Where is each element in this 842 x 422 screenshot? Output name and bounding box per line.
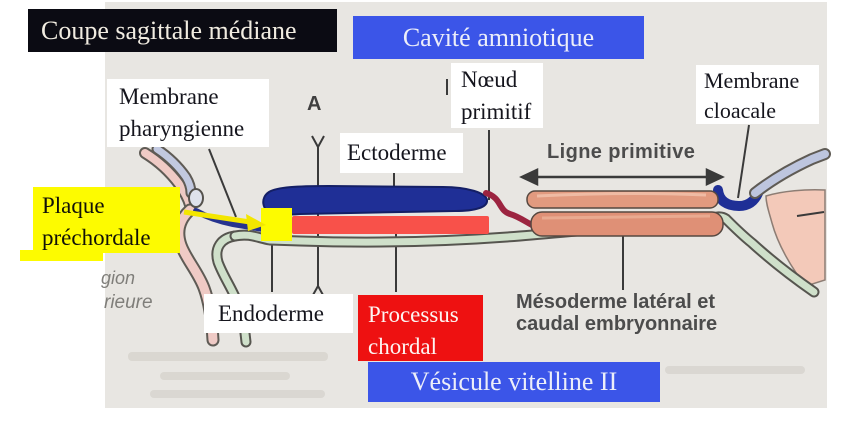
prechordal-plate-line1: Plaque bbox=[42, 193, 105, 218]
cut-text-line2: rieure bbox=[104, 292, 153, 313]
cloacal-membrane-line1: Membrane bbox=[704, 68, 800, 93]
ectoderm-band bbox=[262, 184, 488, 216]
primitive-node-line2: primitif bbox=[461, 98, 532, 124]
amniotic-cavity-box: Cavité amniotique bbox=[353, 16, 644, 59]
pharyngeal-membrane-line1: Membrane bbox=[119, 84, 219, 109]
mesoderme-label: Mésoderme latéral et caudal embryonnaire bbox=[516, 291, 718, 335]
amnion-band-right bbox=[751, 150, 829, 197]
prechordal-plate-label: Plaque préchordale bbox=[33, 187, 180, 253]
ligne-primitive-label: Ligne primitive bbox=[547, 141, 696, 163]
prechordal-plate-line2: préchordale bbox=[42, 224, 151, 250]
mesoderme-line2: caudal embryonnaire bbox=[516, 312, 718, 335]
pharyngeal-membrane-label: Membrane pharyngienne bbox=[107, 79, 269, 147]
fold-outer-pink-band bbox=[141, 149, 194, 209]
cloacal-membrane-label: Membrane cloacale bbox=[696, 65, 819, 124]
primitive-node-line1: Nœud bbox=[461, 67, 518, 92]
yolk-sac-box: Vésicule vitelline II bbox=[368, 362, 660, 402]
pointer-lines bbox=[208, 79, 750, 296]
chordal-process-bar bbox=[292, 216, 489, 234]
prechordal-annotation-arrow bbox=[183, 209, 266, 231]
caudal-mass bbox=[765, 189, 826, 287]
chordal-process-label: Processus chordal bbox=[358, 295, 483, 361]
section-a-marker: A bbox=[307, 93, 322, 115]
fold-loop bbox=[188, 188, 204, 208]
primitive-node-curve bbox=[483, 190, 539, 230]
show-through-marks bbox=[128, 352, 805, 398]
primitive-streak bbox=[526, 190, 724, 237]
pharyngeal-membrane-line2: pharyngienne bbox=[119, 115, 245, 141]
section-a-line bbox=[311, 135, 325, 296]
chordal-process-line2: chordal bbox=[368, 333, 437, 359]
primitive-node-label: Nœud primitif bbox=[451, 63, 543, 128]
yellow-highlight-tail bbox=[20, 250, 103, 261]
primitive-streak-arrow bbox=[519, 168, 725, 186]
fold-lavender-band bbox=[153, 145, 195, 197]
chordal-process-line1: Processus bbox=[368, 302, 459, 327]
cloacal-membrane-pointer bbox=[737, 124, 750, 199]
ectoderm-label: Ectoderme bbox=[340, 133, 463, 173]
edge-pointer bbox=[796, 211, 825, 217]
title-box: Coupe sagittale médiane bbox=[28, 9, 337, 52]
pharyngeal-membrane-pointer bbox=[208, 148, 237, 218]
mesoderme-line1: Mésoderme latéral et bbox=[516, 291, 715, 313]
cut-text-line1: gion bbox=[101, 268, 136, 288]
endoderm-label: Endoderme bbox=[204, 294, 353, 333]
cloacal-membrane-line2: cloacale bbox=[704, 98, 777, 124]
prechordal-plate-marker bbox=[261, 208, 292, 241]
